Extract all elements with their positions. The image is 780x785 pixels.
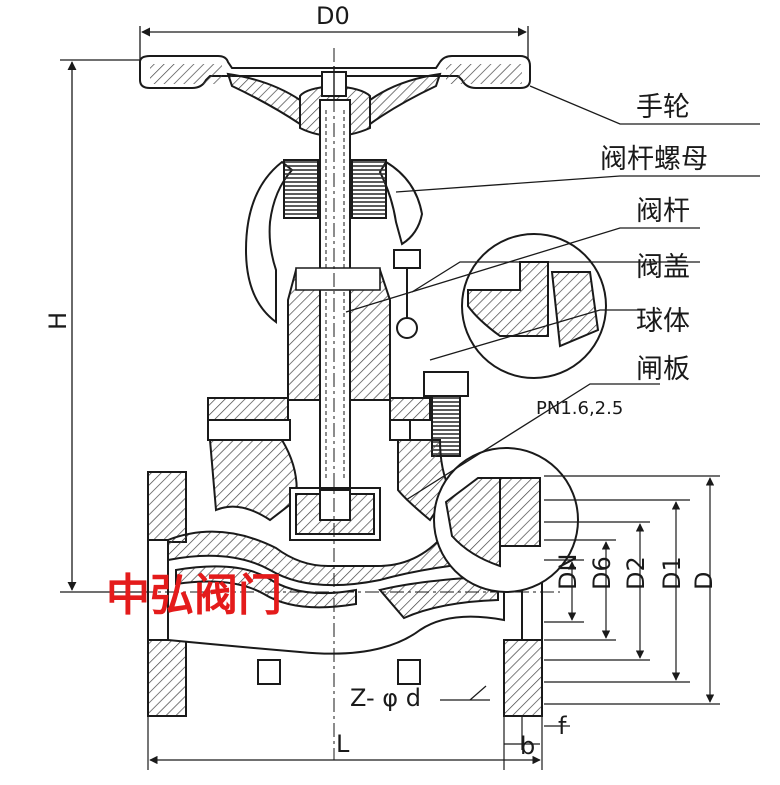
callout-bonnet: 阀盖 <box>636 252 690 283</box>
center-lines <box>140 48 560 760</box>
detail-circle-bottom <box>433 447 579 593</box>
dimension-d0 <box>139 26 529 60</box>
d6-label: D6 <box>588 556 616 590</box>
watermark-text: 中弘阀门 <box>106 570 282 621</box>
d-label: D <box>690 572 718 590</box>
d2-label: D2 <box>622 556 650 590</box>
yoke <box>244 159 424 324</box>
bonnet <box>207 249 469 457</box>
d1-label: D1 <box>658 556 686 590</box>
callout-gate: 闸板 <box>636 354 690 385</box>
h-label: H <box>44 312 72 330</box>
bolt-label: Z- φ d <box>350 684 421 712</box>
l-label: L <box>336 730 350 758</box>
b-label: b <box>520 732 535 760</box>
d0-label: D0 <box>316 2 350 30</box>
stem <box>319 99 351 491</box>
callout-stem: 阀杆 <box>636 196 690 227</box>
f-label: f <box>558 712 567 740</box>
detail-circle-top <box>461 233 607 379</box>
diameter-dimensions <box>544 475 720 705</box>
dimension-h <box>60 59 160 593</box>
callout-leaders <box>345 85 760 501</box>
callout-handwheel: 手轮 <box>636 92 690 123</box>
callout-pressure: PN1.6,2.5 <box>536 398 623 419</box>
callout-stem-nut: 阀杆螺母 <box>600 144 708 175</box>
bottom-dimensions <box>147 685 570 770</box>
dn-label: DN <box>554 554 582 590</box>
callout-ball: 球体 <box>636 306 690 337</box>
